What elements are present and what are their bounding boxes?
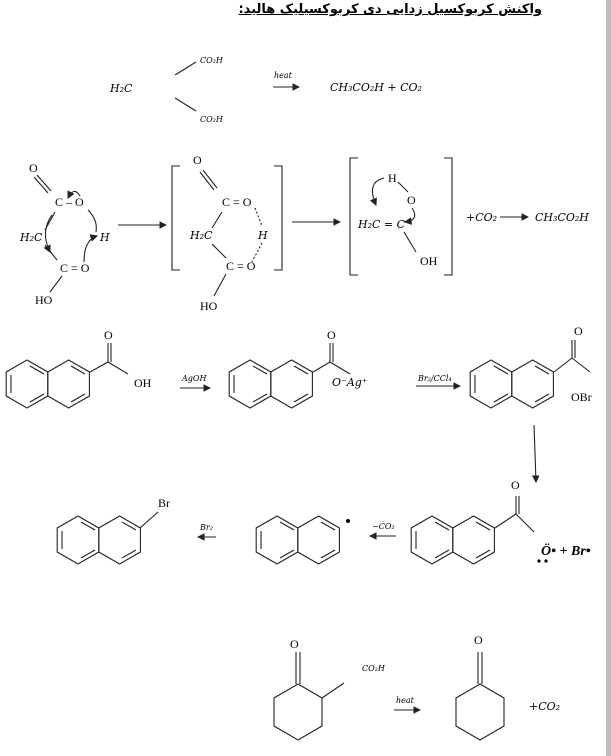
atom-o: O bbox=[407, 193, 416, 207]
loss-co2: −ĊO₂ bbox=[372, 522, 395, 531]
atom-ho: HO bbox=[200, 299, 218, 313]
atom-h2c: H₂C bbox=[19, 231, 43, 244]
group-co2h-top: CO₂H bbox=[200, 56, 224, 65]
plus-co2: +CO₂ bbox=[466, 211, 497, 224]
c-o-group: C = O bbox=[60, 261, 90, 275]
atom-o: O bbox=[511, 478, 520, 492]
atom-h2c-c: H₂C = C bbox=[357, 218, 406, 231]
mechanism-left: O C – O H₂C H C = O HO bbox=[19, 161, 110, 307]
atom-obr: OBr bbox=[571, 390, 592, 404]
group-co2h: CO₂H bbox=[362, 664, 386, 673]
mechanism-right: H O H₂C = C OH bbox=[349, 157, 453, 276]
mechanism-middle: O C = O H₂C H C = O HO bbox=[171, 153, 283, 313]
atom-h: H bbox=[257, 229, 268, 242]
reagent-br2: Br₂ bbox=[199, 523, 213, 532]
acyl-hypobromite: O OBr bbox=[469, 324, 592, 409]
atom-o: O bbox=[29, 161, 38, 175]
reagent-br2-ccl4: Br₂/CCl₄ bbox=[417, 374, 452, 383]
atom-o: O bbox=[327, 328, 336, 342]
atom-h2c: H₂C bbox=[189, 229, 213, 242]
plus-co2: +CO₂ bbox=[529, 700, 560, 713]
atom-o: O bbox=[574, 324, 583, 338]
acyloxy-radical: O Ö• + Br• bbox=[410, 478, 591, 565]
atom-o: O bbox=[193, 153, 202, 167]
methylcyclohexanone-acid: O CO₂H bbox=[273, 637, 386, 741]
reaction-1: H₂C CO₂H CO₂H heat CH₃CO₂H + CO₂ bbox=[109, 56, 422, 124]
atom-h: H bbox=[388, 171, 397, 185]
atom-h: H bbox=[99, 231, 110, 244]
reactant-h2c: H₂C bbox=[109, 82, 133, 95]
page-title: واکنش کربوکسیل زدایی دی کربوکسیلیک هالید… bbox=[238, 2, 542, 17]
group-co2h-bottom: CO₂H bbox=[200, 115, 224, 124]
atom-oh: OH bbox=[134, 376, 152, 390]
c-o-group: C – O bbox=[55, 195, 84, 209]
atom-o: O bbox=[474, 633, 483, 647]
condition-heat: heat bbox=[274, 71, 293, 80]
c-o-group: C = O bbox=[222, 195, 252, 209]
product-acetic-acid: CH₃CO₂H bbox=[535, 211, 589, 224]
atom-ho: HO bbox=[35, 293, 53, 307]
condition-heat: heat bbox=[396, 696, 415, 705]
atom-br: Br bbox=[158, 496, 170, 510]
cyclohexanone: O bbox=[455, 633, 505, 741]
naphthoic-acid: O OH bbox=[5, 328, 152, 409]
atom-o: O bbox=[290, 637, 299, 651]
oxygen-bromine-radicals: Ö• + Br• bbox=[541, 542, 591, 559]
naphthyl-radical bbox=[255, 515, 350, 565]
atom-oh: OH bbox=[420, 254, 438, 268]
product: CH₃CO₂H + CO₂ bbox=[330, 81, 422, 94]
bromonaphthalene: Br bbox=[56, 496, 170, 565]
silver-carboxylate: O⁻Ag⁺ bbox=[332, 376, 368, 389]
c-o-group: C = O bbox=[226, 259, 256, 273]
silver-salt: O O⁻Ag⁺ bbox=[228, 328, 368, 409]
atom-o: O bbox=[104, 328, 113, 342]
page-edge-scrollbar bbox=[606, 0, 611, 756]
reagent-agoh: AgOH bbox=[181, 374, 207, 383]
